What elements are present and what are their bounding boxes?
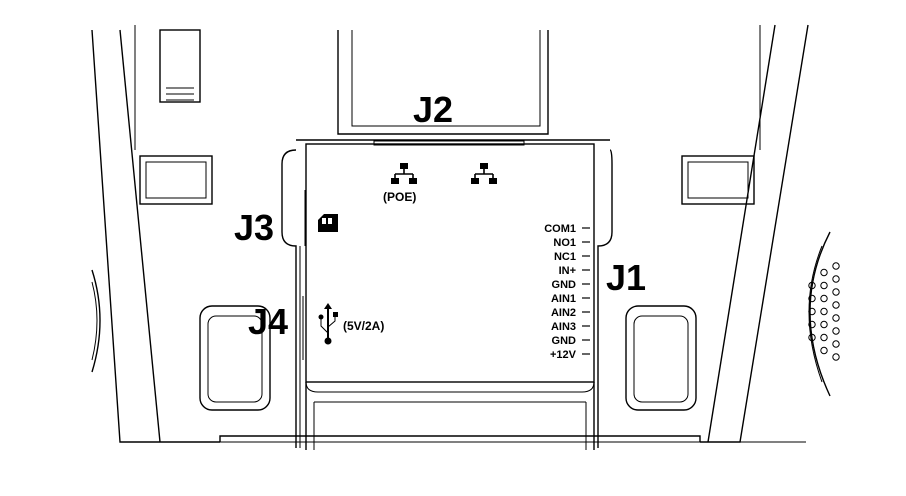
usb-rating-label: (5V/2A) bbox=[343, 319, 384, 333]
grille-hole bbox=[820, 333, 828, 342]
j1-pin-label: NC1 bbox=[554, 251, 576, 263]
left-circular-feature bbox=[91, 269, 101, 373]
grille-hole bbox=[832, 301, 840, 309]
housing-outline bbox=[91, 24, 809, 443]
sd-card-icon bbox=[318, 214, 338, 232]
usb-icon bbox=[318, 303, 338, 345]
ethernet-icon bbox=[391, 163, 417, 184]
grille-hole bbox=[832, 314, 840, 322]
grille-hole bbox=[820, 281, 828, 290]
top-latch bbox=[159, 29, 201, 103]
grille-hole bbox=[820, 268, 828, 277]
grille-hole bbox=[832, 340, 840, 348]
j1-pin-label: +12V bbox=[550, 349, 577, 361]
grille-hole bbox=[820, 307, 828, 316]
grille-hole bbox=[808, 294, 816, 303]
j1-pin-label: COM1 bbox=[544, 223, 576, 235]
grille-hole bbox=[820, 320, 828, 329]
grille-hole bbox=[808, 333, 816, 342]
grille-hole bbox=[832, 288, 840, 296]
ethernet-icon bbox=[471, 163, 497, 184]
j1-pin-label: NO1 bbox=[553, 237, 576, 249]
grille-hole bbox=[820, 346, 828, 355]
poe-label: (POE) bbox=[383, 190, 416, 204]
j1-pin-label: AIN3 bbox=[551, 321, 576, 333]
j1-pin-label: AIN2 bbox=[551, 307, 576, 319]
j1-pin-label: AIN1 bbox=[551, 293, 576, 305]
label-j3: J3 bbox=[234, 207, 274, 248]
label-j1: J1 bbox=[606, 257, 646, 298]
speaker-grille bbox=[808, 231, 840, 397]
grille-hole bbox=[832, 327, 840, 335]
label-j2: J2 bbox=[413, 89, 453, 130]
connector-panel bbox=[281, 139, 613, 450]
label-j4: J4 bbox=[248, 301, 288, 342]
grille-hole bbox=[832, 353, 840, 361]
j1-pin-label: GND bbox=[552, 335, 577, 347]
lower-pads bbox=[199, 305, 697, 411]
j1-pin-label: GND bbox=[552, 279, 577, 291]
grille-hole bbox=[832, 262, 840, 270]
grille-hole bbox=[808, 281, 816, 290]
grille-hole bbox=[808, 307, 816, 316]
grille-hole bbox=[808, 320, 816, 329]
side-clips bbox=[139, 155, 755, 205]
j1-pin-label: IN+ bbox=[559, 265, 576, 277]
grille-hole bbox=[820, 294, 828, 303]
rear-tab bbox=[337, 30, 549, 135]
grille-hole bbox=[832, 275, 840, 283]
